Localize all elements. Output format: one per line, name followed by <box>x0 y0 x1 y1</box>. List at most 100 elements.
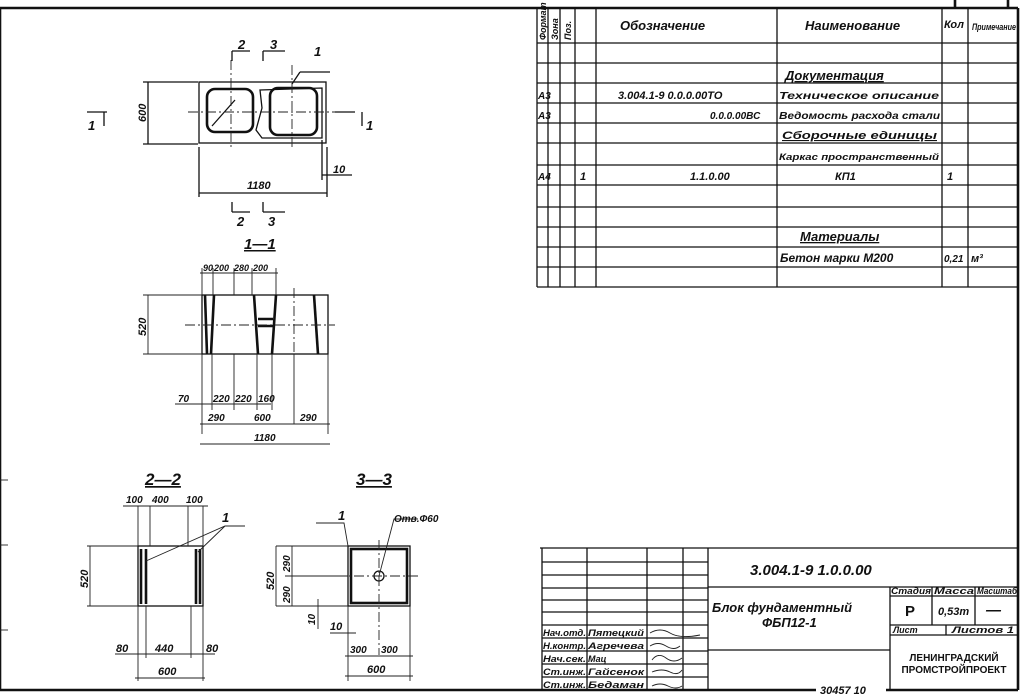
header-designation: Обозначение <box>620 18 705 33</box>
callout-1: 1 <box>338 508 345 523</box>
footer-number: 30457 10 <box>820 685 867 695</box>
dim-bottom: 290 <box>207 413 225 424</box>
section-title: 3—3 <box>356 470 392 489</box>
row-qty: 0,21 <box>944 254 964 265</box>
row-designation: 3.004.1-9 0.0.0.00ТО <box>618 90 723 102</box>
row-name: Каркас пространственный <box>779 152 940 162</box>
dim-gap: 10 <box>333 164 346 176</box>
drawing-code: 3.004.1-9 1.0.0.00 <box>750 562 872 579</box>
dim-length: 1180 <box>247 180 272 192</box>
row-name: Материалы <box>800 229 879 244</box>
organization-line1: ЛЕНИНГРАДСКИЙ <box>909 651 998 664</box>
header-name: Наименование <box>805 18 900 33</box>
dim-top: 200 <box>252 263 268 273</box>
row-name: Бетон марки М200 <box>780 251 894 265</box>
specification-table: Формат Зона Поз. Обозначение Наименовани… <box>536 2 1018 288</box>
row-qty: 1 <box>947 171 953 183</box>
signature-name: Гайсенок <box>588 667 645 677</box>
plan-view: 2 3 2 3 1 1 1 600 1180 10 <box>87 37 373 229</box>
drawing-name-line2: ФБП12-1 <box>762 615 817 630</box>
dim-height: 520 <box>137 317 149 336</box>
dim-bottom: 440 <box>154 643 174 655</box>
row-format: А4 <box>537 172 551 183</box>
dim-width: 600 <box>137 103 149 122</box>
dim-top: 280 <box>233 263 249 273</box>
row-name: Техническое описание <box>779 91 940 102</box>
section-title: 2—2 <box>144 470 181 489</box>
signature-role: Н.контр. <box>543 641 586 651</box>
title-block: 3.004.1-9 1.0.0.00 Блок фундаментный ФБП… <box>540 547 1018 695</box>
row-name: Ведомость расхода стали <box>779 111 940 122</box>
dim-gap-v: 10 <box>307 613 318 625</box>
section-marker-1: 1 <box>366 118 373 133</box>
dim-total: 600 <box>158 666 177 678</box>
organization-line2: ПРОМСТРОЙПРОЕКТ <box>901 663 1006 676</box>
drawing-name-line1: Блок фундаментный <box>712 600 852 615</box>
section-2-2: 2—2 100 400 100 1 520 80 440 80 600 <box>79 470 245 681</box>
dim-bottom: 220 <box>234 394 252 405</box>
dim-bottom: 220 <box>212 394 230 405</box>
header-pos: Поз. <box>563 21 573 40</box>
stage-label: Стадия <box>891 586 932 596</box>
section-marker-3: 3 <box>268 214 276 229</box>
dim-top: 90 <box>203 263 213 273</box>
row-name: Документация <box>784 68 884 83</box>
dim-bottom: 160 <box>258 394 275 405</box>
dim-bottom: 80 <box>116 643 129 655</box>
stage-value: Р <box>905 603 915 620</box>
row-pos: 1 <box>580 171 586 183</box>
dim-height: 520 <box>265 571 277 590</box>
header-note: Примечание <box>972 22 1016 32</box>
signature-role: Ст.инж. <box>543 667 586 677</box>
dim-bottom: 300 <box>381 645 398 656</box>
dim-bottom: 290 <box>299 413 317 424</box>
section-marker-2: 2 <box>237 37 246 52</box>
row-designation: 1.1.0.00 <box>690 171 731 183</box>
dim-gap-h: 10 <box>330 621 343 633</box>
signature-role: Нач.отд. <box>543 628 586 638</box>
dim-top: 100 <box>126 495 143 506</box>
dim-top: 100 <box>186 495 203 506</box>
row-name: КП1 <box>835 171 856 183</box>
hole-label: Отв.Ф60 <box>394 514 439 525</box>
section-1-1: 1—1 90 200 280 200 520 70 220 220 160 29… <box>137 236 335 445</box>
header-qty: Кол <box>944 19 964 31</box>
section-title: 1—1 <box>244 236 276 253</box>
signatures: Нач.отд. Пятецкий Н.контр. Агречева Нач.… <box>543 628 701 690</box>
dim-height: 520 <box>79 569 91 588</box>
dim-half-height: 290 <box>282 555 293 573</box>
row-note: м³ <box>971 253 983 265</box>
signature-role: Ст.инж. <box>543 680 586 690</box>
dim-top: 200 <box>213 263 229 273</box>
signature-name: Мац <box>588 654 607 664</box>
footer-number-backdrop <box>816 683 886 695</box>
mass-value: 0,53т <box>938 606 969 618</box>
scale-label: Масштаб <box>977 586 1017 596</box>
section-marker-3: 3 <box>270 37 278 52</box>
row-format: А3 <box>537 91 551 102</box>
signature-name: Агречева <box>587 641 644 651</box>
row-name: Сборочные единицы <box>782 130 938 142</box>
signature-name: Бедаман <box>588 680 645 690</box>
signature-role: Нач.сек. <box>543 654 586 664</box>
header-zone: Зона <box>550 18 560 40</box>
signature-name: Пятецкий <box>588 628 645 638</box>
dim-total: 600 <box>367 664 386 676</box>
dim-half-height: 290 <box>282 586 293 604</box>
dim-bottom: 70 <box>178 394 190 405</box>
sheet-label: Лист <box>892 625 918 635</box>
dim-total: 1180 <box>254 433 276 444</box>
dim-bottom: 600 <box>254 413 271 424</box>
dim-bottom: 300 <box>350 645 367 656</box>
sheets-label: Листов 1 <box>951 625 1014 635</box>
section-marker-1: 1 <box>88 118 95 133</box>
dim-top: 400 <box>151 495 169 506</box>
header-format: Формат <box>538 2 548 40</box>
callout-1: 1 <box>314 44 321 59</box>
mass-label: Масса <box>934 586 974 596</box>
section-marker-2: 2 <box>236 214 245 229</box>
section-3-3: 3—3 1 Отв.Ф60 520 290 290 10 10 300 300 … <box>265 470 439 681</box>
callout-1: 1 <box>222 510 229 525</box>
dim-bottom: 80 <box>206 643 219 655</box>
